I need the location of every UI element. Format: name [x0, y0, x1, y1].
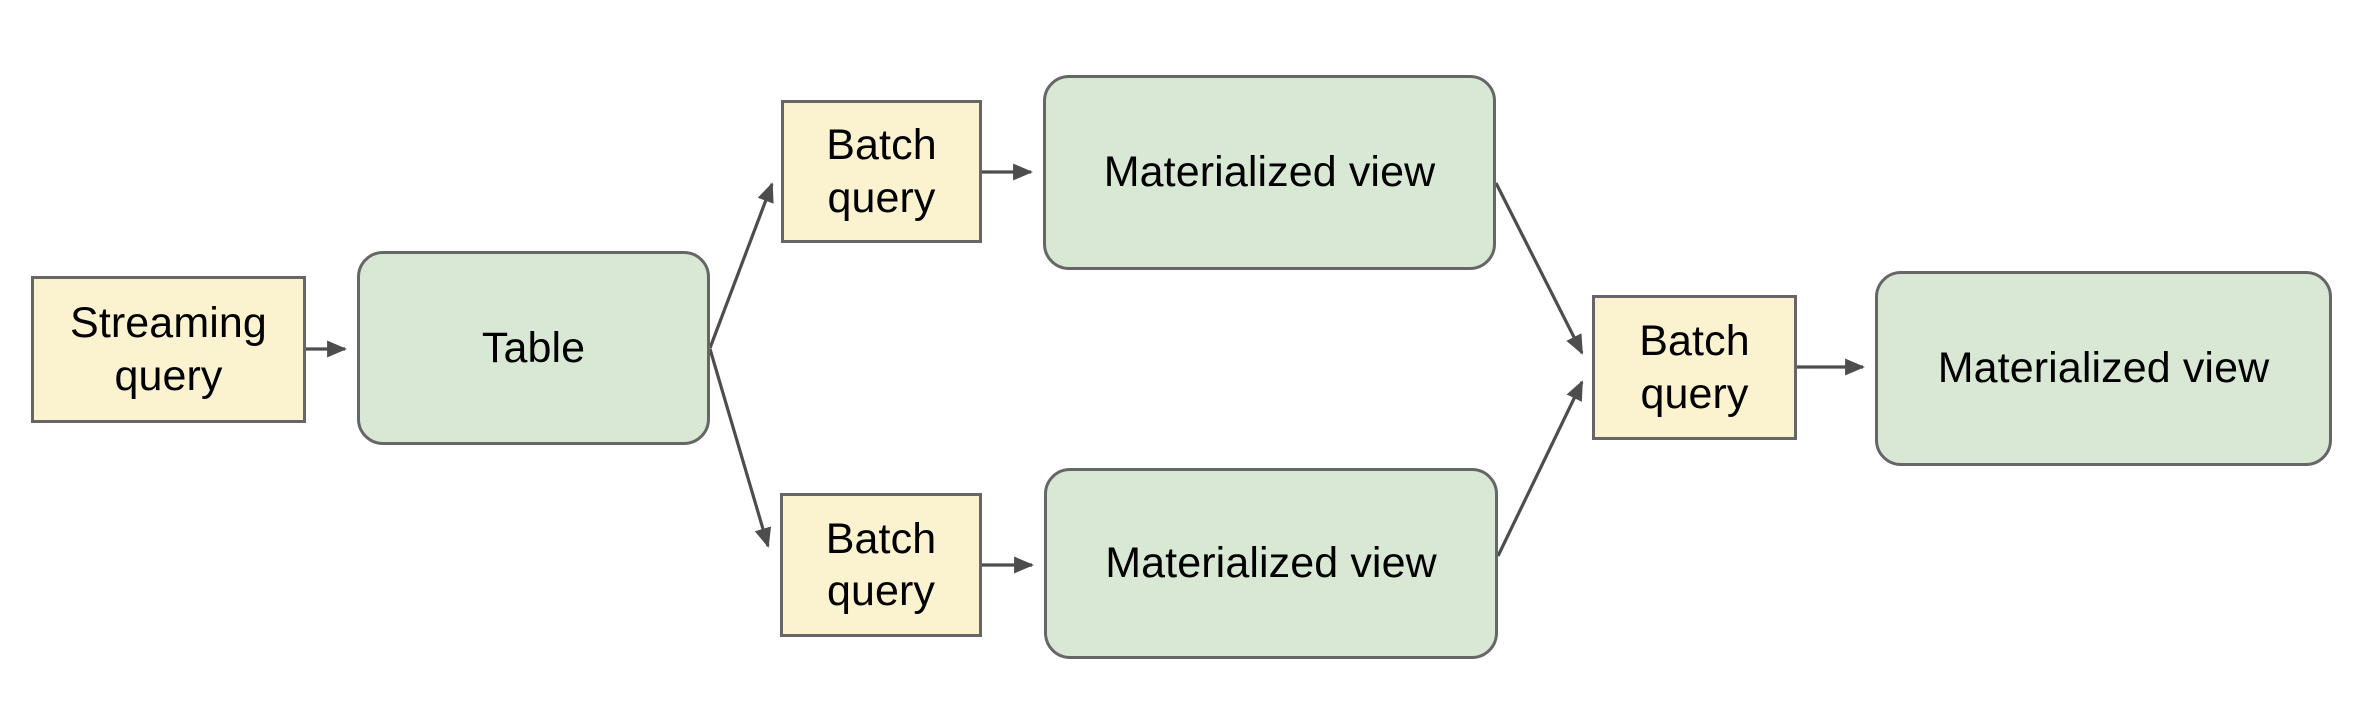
- edge-table-to-batch-query-top: [708, 182, 774, 349]
- node-materialized-view-top[interactable]: Materialized view: [1043, 75, 1496, 270]
- node-label-table: Table: [481, 323, 586, 372]
- node-table[interactable]: Table: [357, 251, 710, 445]
- node-label-batch-query-bottom: Batch query: [825, 514, 937, 615]
- edge-table-to-batch-query-bottom: [708, 348, 772, 548]
- node-label-streaming-query: Streaming query: [70, 299, 267, 400]
- node-materialized-view-right[interactable]: Materialized view: [1875, 271, 2332, 466]
- node-label-materialized-view-top: Materialized view: [1103, 148, 1436, 197]
- edge-materialized-view-bottom-to-batch-query-center: [1496, 380, 1584, 557]
- node-batch-query-top[interactable]: Batch query: [781, 100, 982, 243]
- node-label-materialized-view-bottom: Materialized view: [1105, 539, 1437, 588]
- node-label-batch-query-top: Batch query: [826, 121, 937, 222]
- node-streaming-query[interactable]: Streaming query: [31, 276, 306, 423]
- node-label-batch-query-center: Batch query: [1639, 317, 1750, 418]
- edge-materialized-view-top-to-batch-query-center: [1494, 182, 1584, 355]
- node-batch-query-bottom[interactable]: Batch query: [780, 493, 982, 637]
- node-materialized-view-bottom[interactable]: Materialized view: [1044, 468, 1498, 659]
- node-batch-query-center[interactable]: Batch query: [1592, 295, 1797, 440]
- node-label-materialized-view-right: Materialized view: [1937, 344, 2270, 393]
